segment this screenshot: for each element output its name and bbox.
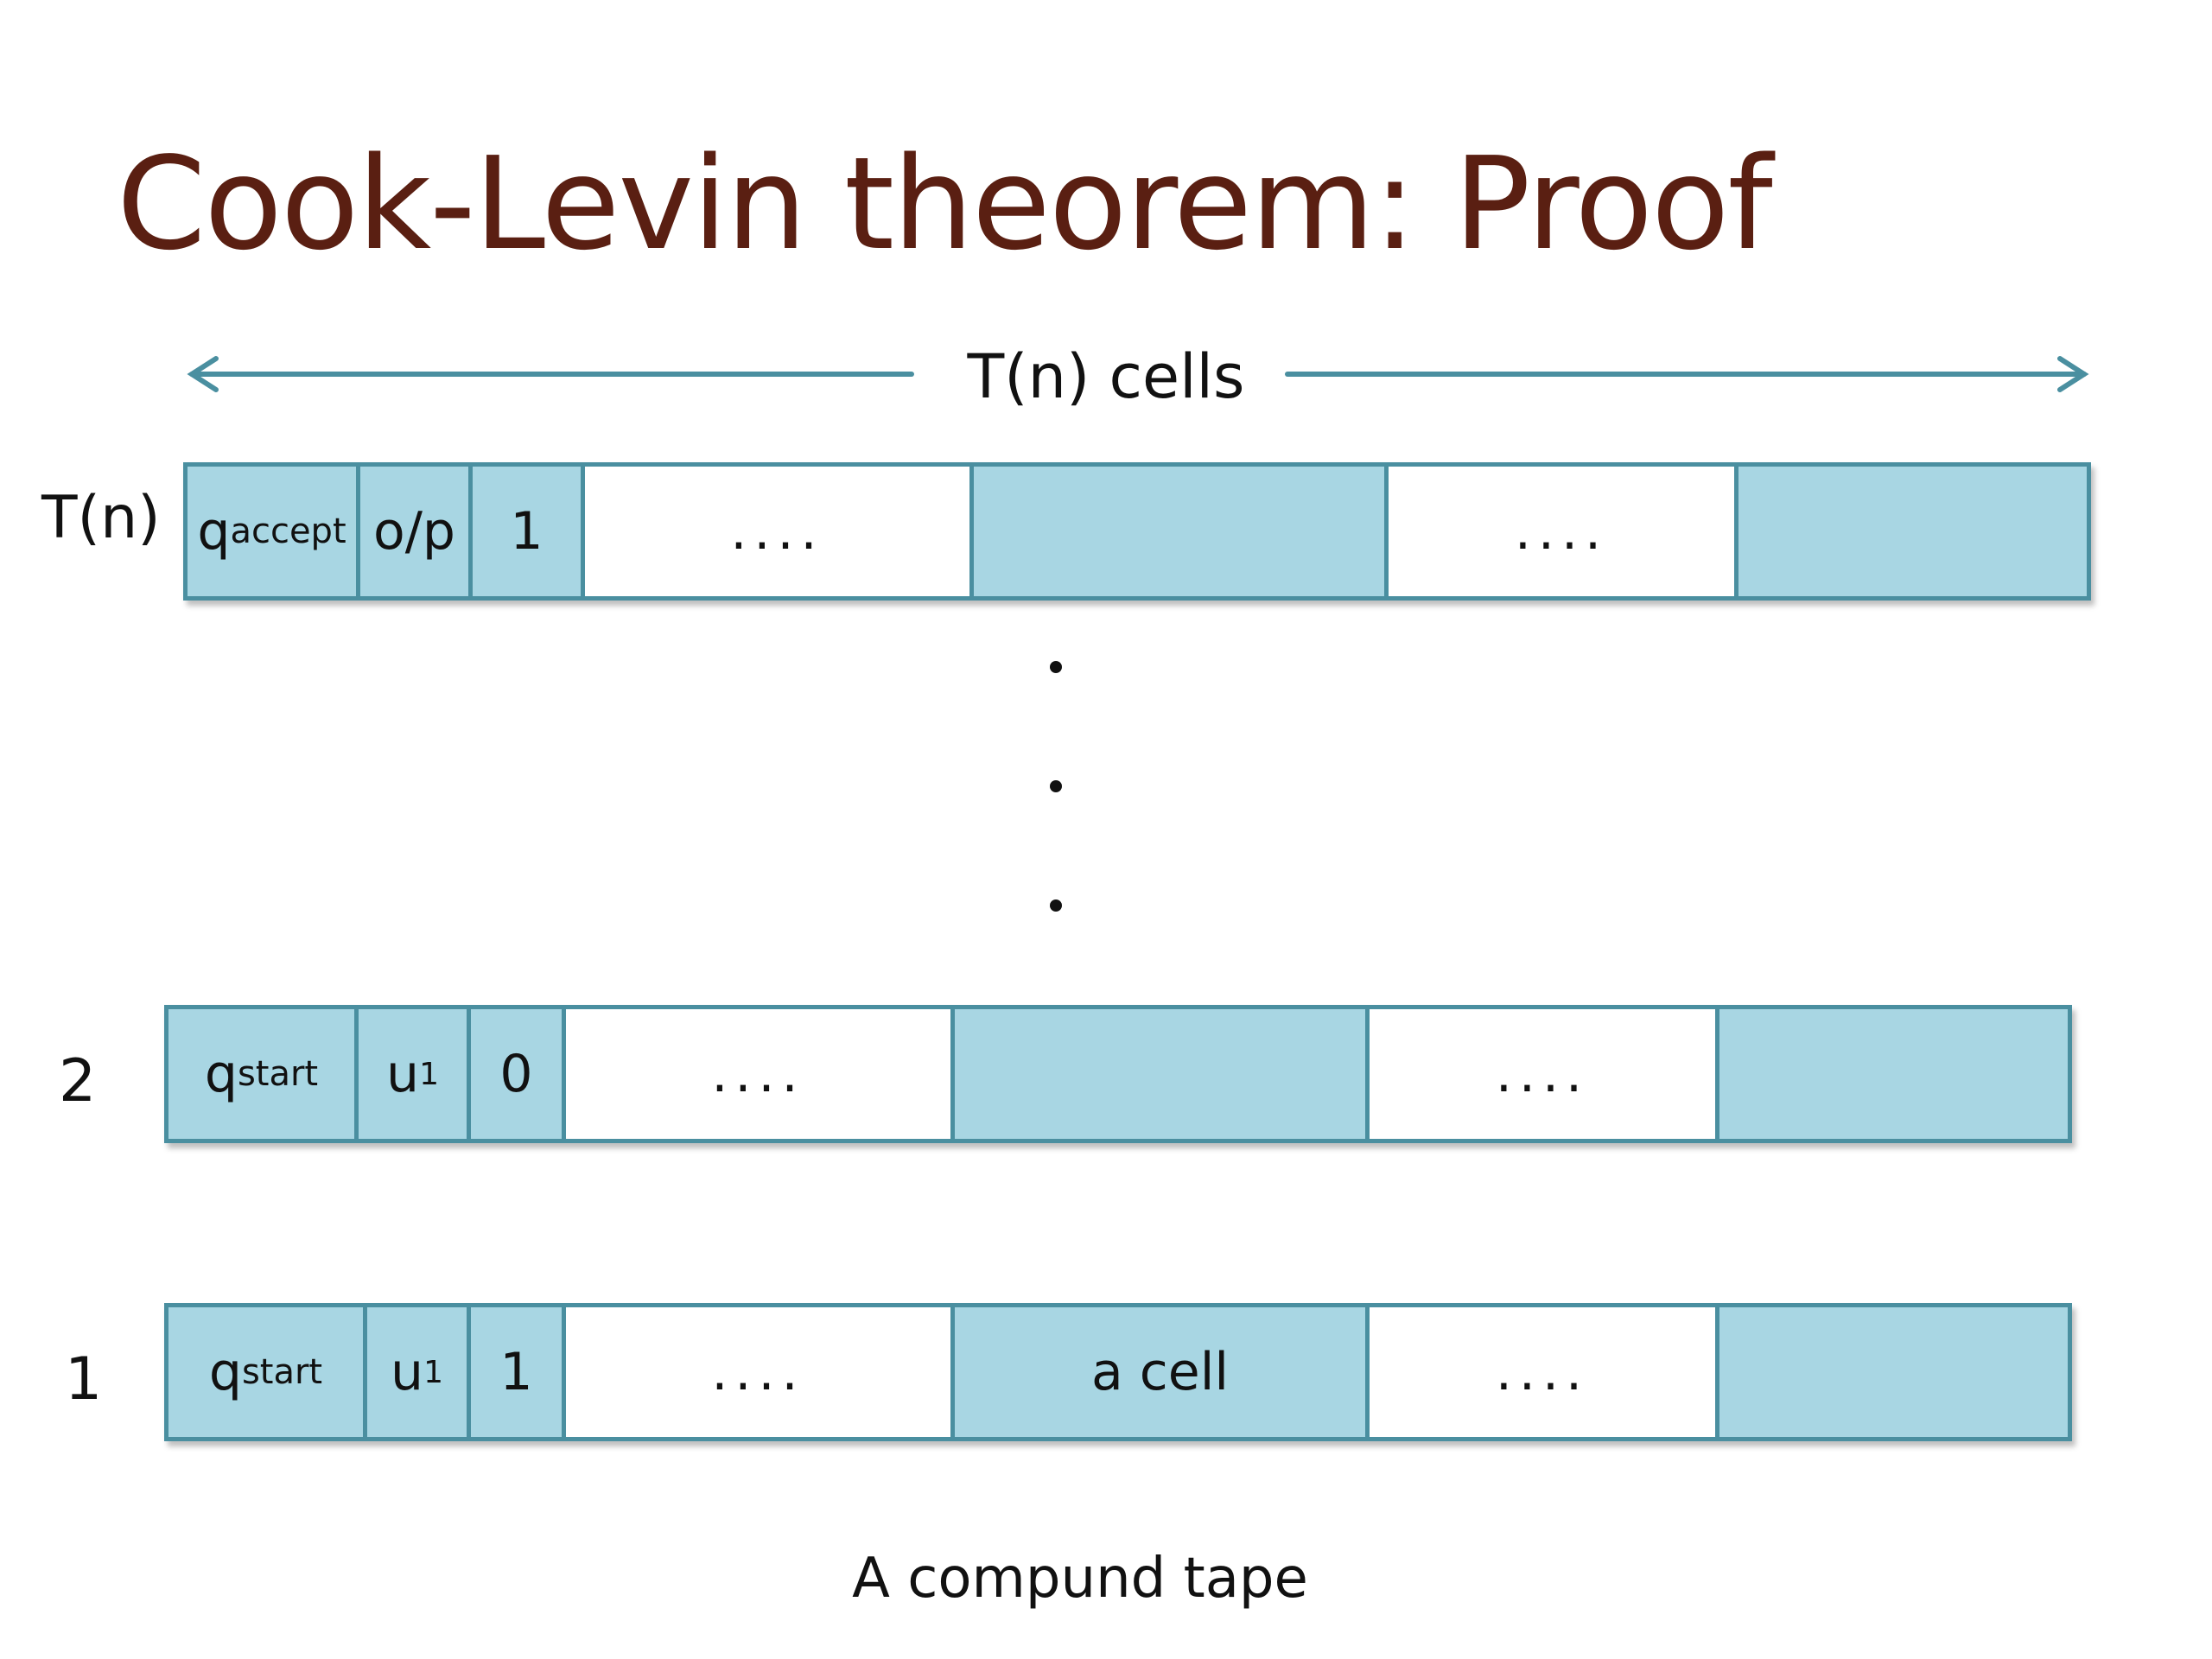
tape-cell-end — [1738, 467, 2087, 596]
tape-cell-symbol-2: 0 — [471, 1009, 566, 1139]
row-label-1: 1 — [65, 1345, 103, 1414]
row-label-2: 2 — [59, 1047, 97, 1116]
cell-text: o/p — [372, 501, 455, 562]
vertical-ellipsis-dot — [1050, 661, 1062, 673]
tape-cell-middle — [955, 1009, 1370, 1139]
tape-cell-symbol-2: 1 — [471, 1307, 566, 1437]
cell-text: .... — [1514, 501, 1609, 562]
cell-subscript: start — [241, 1352, 323, 1392]
cell-text: 1 — [510, 501, 543, 562]
tape-cell-ellipsis-2: .... — [1389, 467, 1738, 596]
slide-title: Cook-Levin theorem: Proof — [117, 130, 1773, 278]
cell-text: .... — [730, 501, 824, 562]
tape-cell-end — [1719, 1307, 2068, 1437]
cell-text: .... — [1495, 1044, 1590, 1104]
cell-subscript: accept — [230, 512, 346, 551]
cell-subscript: 1 — [419, 1056, 439, 1092]
tape-cell-ellipsis-1: .... — [566, 1009, 955, 1139]
tape-cell-end — [1719, 1009, 2068, 1139]
tape-cell-middle — [974, 467, 1389, 596]
cell-subscript: 1 — [423, 1354, 443, 1390]
row-label-tn: T(n) — [41, 484, 161, 552]
tape-cell-ellipsis-1: .... — [585, 467, 974, 596]
tape-cell-ellipsis-2: .... — [1370, 1307, 1719, 1437]
width-label: T(n) cells — [967, 341, 1245, 412]
cell-subscript: start — [237, 1054, 319, 1094]
width-arrow-left-head — [187, 356, 219, 392]
cell-text: q — [208, 1342, 242, 1402]
tape-cell-a-cell: a cell — [955, 1307, 1370, 1437]
tape-cell-symbol-1: o/p — [360, 467, 473, 596]
width-arrow-right-head — [2057, 356, 2089, 392]
diagram-caption: A compund tape — [852, 1547, 1308, 1611]
cell-text: a cell — [1090, 1342, 1230, 1402]
cell-text: u — [386, 1044, 420, 1104]
vertical-ellipsis-dot — [1050, 780, 1062, 792]
cell-text: .... — [711, 1044, 805, 1104]
tape-cell-ellipsis-1: .... — [566, 1307, 955, 1437]
tape-cell-ellipsis-2: .... — [1370, 1009, 1719, 1139]
cell-text: 0 — [499, 1044, 533, 1104]
cell-text: .... — [1495, 1342, 1590, 1402]
cell-text: .... — [711, 1342, 805, 1402]
vertical-ellipsis-dot — [1050, 899, 1062, 912]
cell-text: u — [391, 1342, 424, 1402]
cell-text: q — [197, 501, 231, 562]
cell-text: q — [204, 1044, 238, 1104]
cell-text: 1 — [499, 1342, 533, 1402]
tape-cell-symbol-2: 1 — [473, 467, 585, 596]
